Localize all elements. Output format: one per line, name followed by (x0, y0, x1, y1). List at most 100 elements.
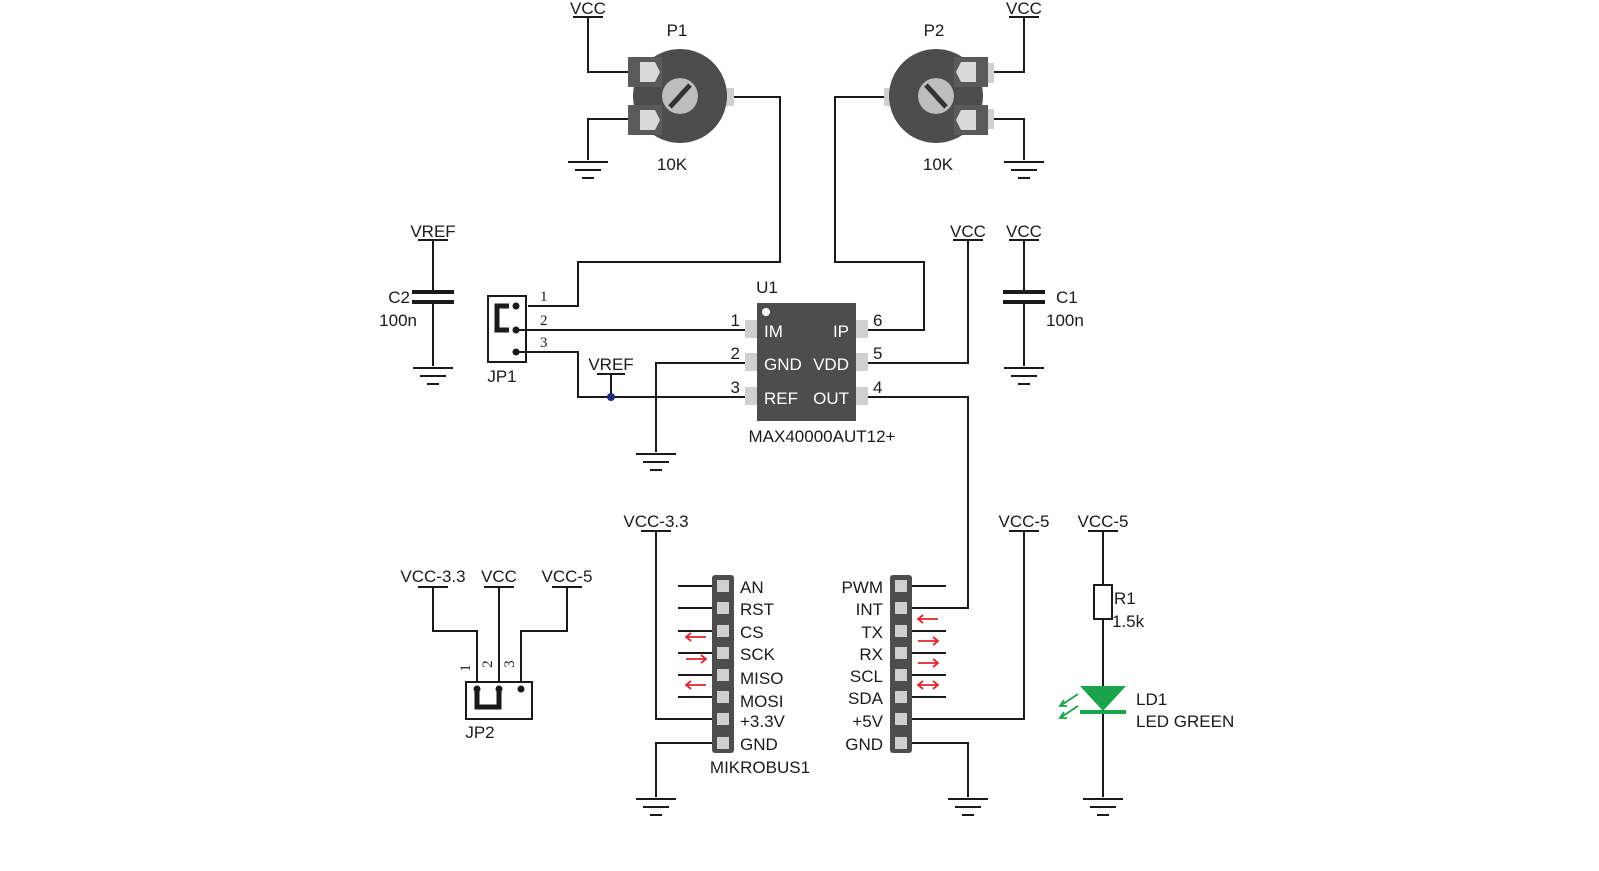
mikrobus-designator: MIKROBUS1 (710, 758, 810, 777)
jp2-shunt (474, 689, 502, 710)
ground-symbol (413, 367, 453, 385)
mikrobus-pin-an: AN (740, 578, 764, 597)
u1-pin-pad (856, 353, 868, 371)
ground-symbol (948, 798, 988, 816)
u1-pin-name: REF (764, 389, 798, 408)
p1-vcc-wire (587, 17, 635, 73)
jp1-pin-2: 2 (540, 313, 548, 329)
potentiometer-p1: VCC P1 10K (528, 0, 781, 307)
arrow-bidirectional-icon (916, 680, 940, 690)
capacitor-c2: VREF C2 100n (379, 222, 456, 385)
ref-vref-label: VREF (588, 355, 633, 374)
u1-pin-name: GND (764, 355, 802, 374)
mikrobus-pin-rx: RX (859, 645, 883, 664)
u1-designator: U1 (756, 278, 778, 297)
jp2-supply-2: VCC (481, 567, 517, 586)
p2-designator: P2 (924, 21, 945, 40)
ground-symbol (636, 453, 676, 471)
p1-gnd-wire (587, 118, 635, 160)
jp2-wire-1 (432, 587, 478, 689)
resistor-r1: VCC-5 R1 1.5k (1077, 512, 1145, 686)
led-triangle (1080, 686, 1126, 711)
u1-body (757, 303, 856, 421)
u1-pin-pad (856, 320, 868, 338)
p2-vcc-label: VCC (1006, 0, 1042, 18)
c1-designator: C1 (1056, 288, 1078, 307)
c1-vcc-label: VCC (1006, 222, 1042, 241)
r1-value: 1.5k (1112, 612, 1145, 631)
mikrobus-pin-gnd-left: GND (740, 735, 778, 754)
jp2-pin-3: 3 (502, 660, 518, 668)
mikrobus-connector: VCC-3.3 VCC-5 (623, 512, 1050, 816)
jp2-wire-3 (520, 587, 568, 689)
mikrobus-pin-rst: RST (740, 600, 774, 619)
vcc5-rail-wire (912, 531, 1025, 720)
u1-pin-number: 2 (731, 344, 740, 363)
jp1-pin-1: 1 (540, 289, 548, 305)
arrow-right-icon (686, 654, 708, 664)
u1-pin-pad (745, 320, 757, 338)
ground-symbol (1004, 161, 1044, 179)
u1-gnd-wire (655, 362, 747, 452)
p2-value: 10K (923, 155, 954, 174)
ground-symbol (568, 161, 608, 179)
c2-designator: C2 (388, 288, 410, 307)
vcc33-rail-wire (655, 531, 712, 720)
mikrobus-pin-5v: +5V (852, 712, 883, 731)
p2-gnd-wire (985, 118, 1025, 160)
r1-body (1093, 584, 1113, 620)
mikrobus-right-header (890, 575, 912, 753)
mikrobus-pin-pwm: PWM (841, 578, 883, 597)
ground-symbol (1004, 367, 1044, 385)
jp2-pin-2: 2 (480, 660, 496, 668)
mikrobus-pin-sda: SDA (848, 689, 884, 708)
mikrobus-pin-scl: SCL (850, 667, 883, 686)
mikrobus-pin-mosi: MOSI (740, 692, 783, 711)
u1-pin-pad (856, 387, 868, 405)
ground-symbol (1083, 798, 1123, 816)
mikrobus-left-gnd-wire (655, 742, 712, 797)
u1-pin-name: IP (833, 322, 849, 341)
p2-slot (924, 83, 948, 109)
mikrobus-pin-int: INT (856, 600, 883, 619)
u1-pin-number: 1 (731, 311, 740, 330)
u1-pin-number: 3 (731, 378, 740, 397)
capacitor-c1: VCC C1 100n (1003, 222, 1084, 385)
ld1-value: LED GREEN (1136, 712, 1234, 731)
jp1-to-ref-wire (516, 351, 747, 398)
arrow-right-icon (918, 658, 940, 668)
u1-pin-name: VDD (813, 355, 849, 374)
u1-part-number: MAX40000AUT12+ (749, 427, 896, 446)
jp2-designator: JP2 (465, 723, 494, 742)
junction-dot (607, 393, 615, 401)
u1-pin-name: OUT (813, 389, 849, 408)
arrow-left-icon (916, 614, 938, 624)
c1-value: 100n (1046, 311, 1084, 330)
c2-value: 100n (379, 311, 417, 330)
r1-designator: R1 (1114, 589, 1136, 608)
mikrobus-vcc5-label: VCC-5 (998, 512, 1049, 531)
vdd-vcc-label: VCC (950, 222, 986, 241)
c2-vref-label: VREF (410, 222, 455, 241)
jp1-pin-3: 3 (540, 335, 548, 351)
jp2-supply-3: VCC-5 (541, 567, 592, 586)
p2-wiper-wire (834, 96, 925, 331)
arrow-left-icon (684, 680, 706, 690)
mikrobus-pin-miso: MISO (740, 669, 783, 688)
u1-pin-number: 4 (873, 378, 882, 397)
jp2-pin-1: 1 (458, 664, 474, 672)
u1-pin-number: 5 (873, 344, 882, 363)
jp1-shunt (494, 303, 509, 333)
p1-slot (668, 83, 692, 109)
u1-pin1-marker (762, 308, 770, 316)
light-emission-icon (1058, 693, 1079, 719)
u1-vdd-wire (866, 240, 969, 364)
p1-value: 10K (657, 155, 688, 174)
arrow-left-icon (684, 632, 706, 642)
r1-supply-label: VCC-5 (1077, 512, 1128, 531)
jumper-jp2: VCC-3.3 VCC VCC-5 1 2 3 JP2 (400, 567, 592, 742)
jumper-jp1: 1 2 3 JP1 (487, 289, 548, 386)
u1-out-to-int-wire (866, 396, 969, 609)
p1-wiper-wire (528, 96, 781, 307)
